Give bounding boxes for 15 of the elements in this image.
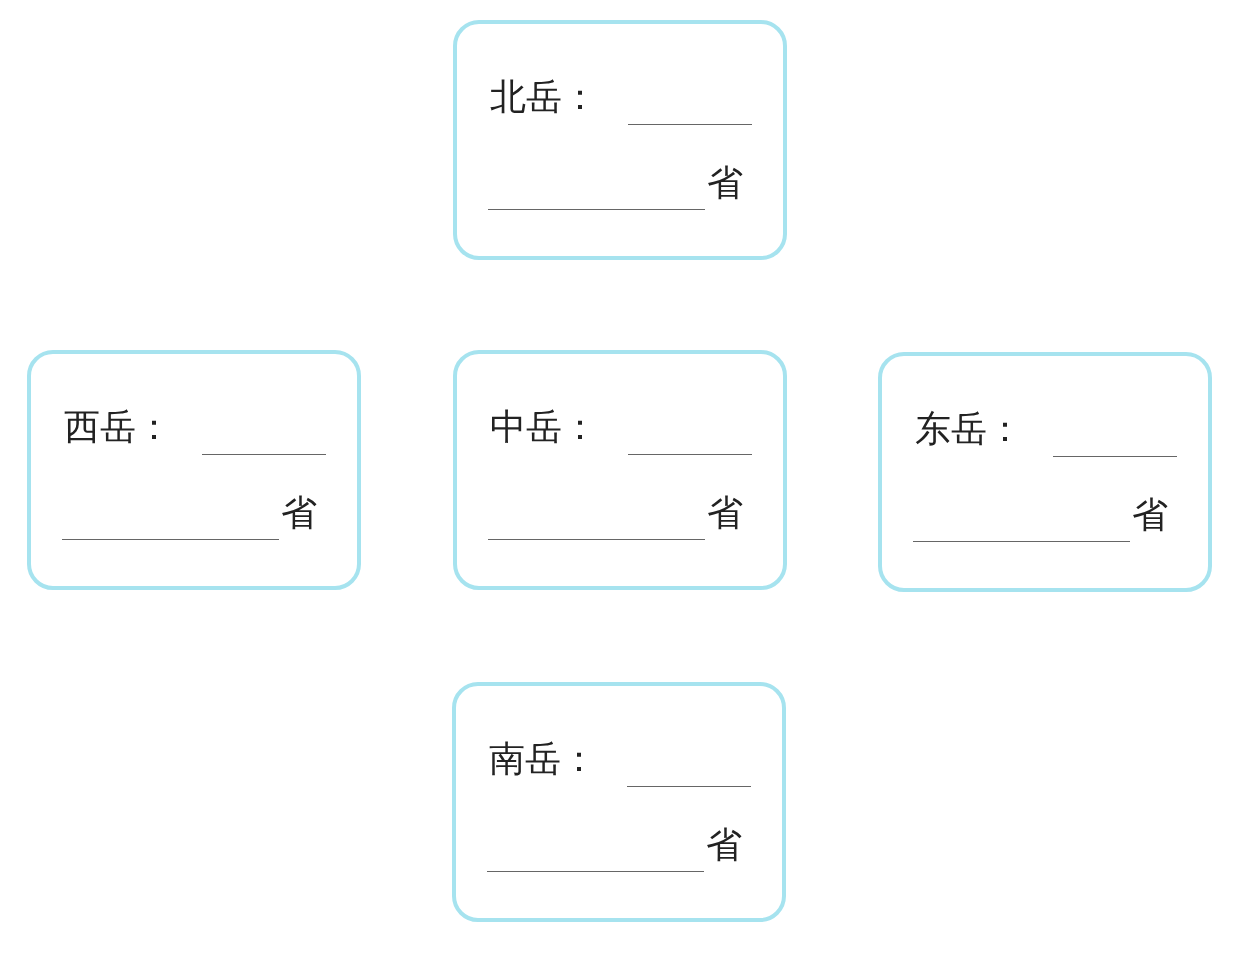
mountain-label: 东岳： <box>915 411 1023 447</box>
mountain-label: 北岳： <box>490 79 598 115</box>
rounded-box <box>453 20 787 260</box>
mountain-label: 中岳： <box>490 409 598 445</box>
rounded-box <box>27 350 361 590</box>
rounded-box <box>452 682 786 922</box>
mountain-label: 西岳： <box>64 409 172 445</box>
rounded-box <box>453 350 787 590</box>
province-suffix: 省 <box>1132 497 1168 533</box>
mountain-label: 南岳： <box>489 741 597 777</box>
province-suffix: 省 <box>706 827 742 863</box>
province-suffix: 省 <box>707 495 743 531</box>
rounded-box <box>878 352 1212 592</box>
province-suffix: 省 <box>707 165 743 201</box>
province-suffix: 省 <box>281 495 317 531</box>
